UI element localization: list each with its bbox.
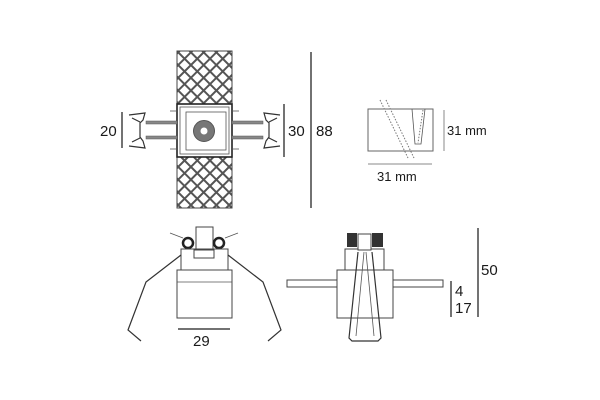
cutout-width-label: 31 mm xyxy=(377,169,417,184)
right-spring-arm xyxy=(231,112,281,149)
mesh-panel-top xyxy=(176,50,233,105)
side-spring-clip xyxy=(348,251,382,342)
body-dim-label: 17 xyxy=(455,300,472,317)
dim-label-20: 20 xyxy=(100,123,117,140)
front-width-label: 29 xyxy=(193,333,210,350)
front-view: 29 xyxy=(127,226,282,350)
side-view: 4 17 50 xyxy=(286,228,498,342)
cutout-view: 31 mm 31 mm xyxy=(367,99,487,184)
left-spring-clip xyxy=(127,254,182,342)
top-view: 20 30 88 xyxy=(100,50,333,209)
dim-label-88: 88 xyxy=(316,123,333,140)
right-spring-clip xyxy=(227,254,282,342)
cutout-height-label: 31 mm xyxy=(447,123,487,138)
left-spring-arm xyxy=(128,112,178,149)
flange-dim-label: 4 xyxy=(455,283,463,300)
mesh-panel-bottom xyxy=(176,156,233,209)
height-dim-label: 50 xyxy=(481,262,498,279)
dim-label-30: 30 xyxy=(288,123,305,140)
